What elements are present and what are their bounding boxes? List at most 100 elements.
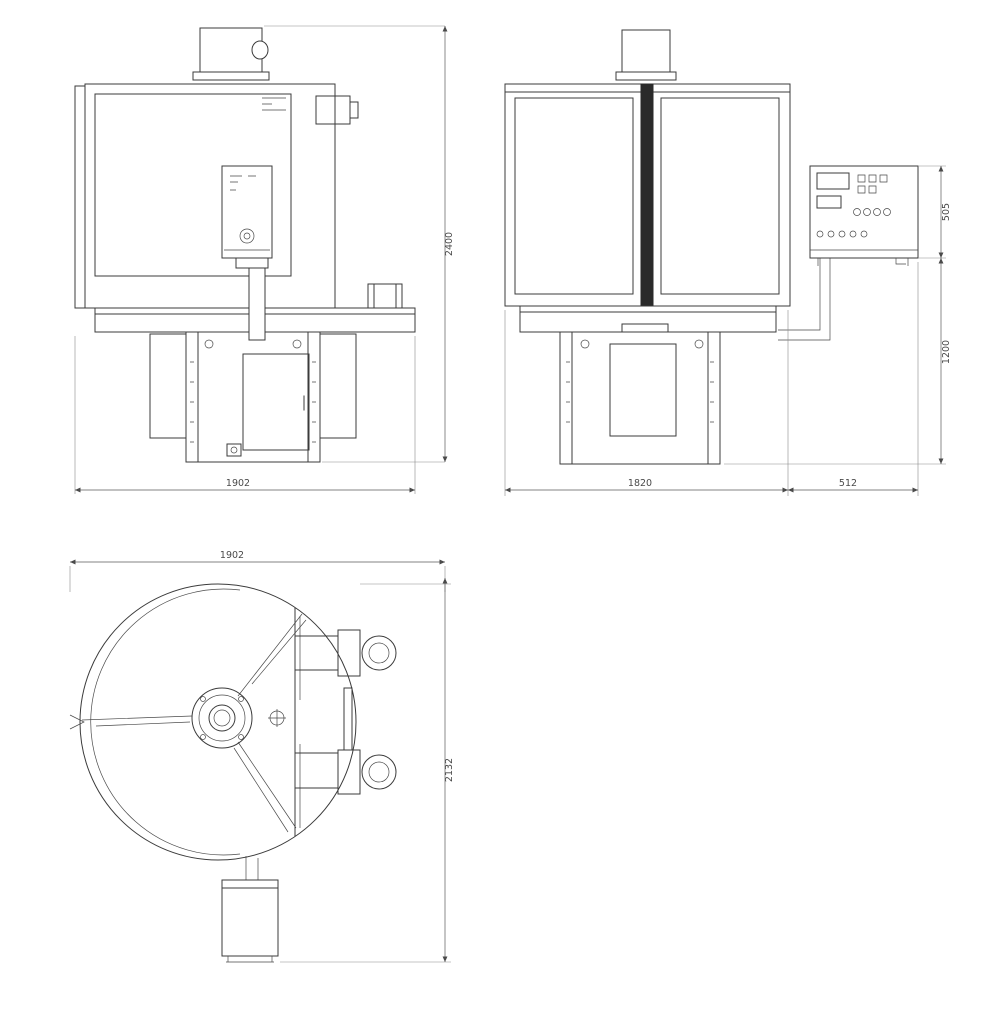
motor-fan-cap <box>251 40 269 60</box>
body-outline <box>74 83 336 309</box>
panel-box <box>809 165 919 259</box>
side-center-column <box>640 83 654 307</box>
clamp-top-roller-outer <box>361 635 397 671</box>
side-motor <box>615 29 677 81</box>
side-edge-ticks <box>566 361 714 423</box>
panel-knob-3 <box>873 208 881 216</box>
pedestal-edge-ticks <box>190 361 316 443</box>
panel-button-5 <box>860 230 868 238</box>
hub-ring-mid <box>198 694 246 742</box>
plan-width-extension-lines <box>69 566 446 592</box>
plan-hub <box>191 687 286 749</box>
chute-feet <box>226 956 274 963</box>
side-control-panel <box>778 165 919 341</box>
front-control-unit <box>221 165 273 341</box>
hub-bolt-3 <box>200 734 206 740</box>
dim-label-side-width: 1820 <box>628 478 652 489</box>
panel-button-3 <box>838 230 846 238</box>
front-body <box>74 83 359 309</box>
dim-label-panel-elevation: 1200 <box>941 340 952 364</box>
clamp-bottom-roller-outer <box>361 754 397 790</box>
plan-view: 1902 2132 <box>69 550 455 963</box>
hub-side-port-cross <box>268 709 286 727</box>
pedestal-door <box>242 353 310 451</box>
control-unit-dial <box>239 228 255 244</box>
panel-button-1 <box>816 230 824 238</box>
clamp-bottom <box>294 749 361 795</box>
clamp-bottom-roller-inner <box>368 761 390 783</box>
side-width-extension-lines <box>504 262 919 496</box>
body-top-right-box <box>315 95 359 125</box>
side-dimensions: 1820 512 505 1200 <box>504 165 952 496</box>
panel-feet <box>817 258 909 266</box>
side-base-plate <box>519 305 777 333</box>
clamp-top-roller-inner <box>368 642 390 664</box>
pedestal-body <box>185 331 321 463</box>
side-view: 1820 512 505 1200 <box>504 29 952 496</box>
hub-shaft <box>213 709 231 727</box>
panel-display-main <box>816 172 850 190</box>
chute-neck <box>245 856 259 880</box>
front-dimensions: 2400 1902 <box>74 25 455 494</box>
side-panels <box>514 97 780 295</box>
front-height-extension-lines <box>264 25 445 463</box>
pedestal-small-box-knob <box>230 446 238 454</box>
panel-knob-1 <box>853 208 861 216</box>
pedestal-bolt-left <box>204 339 214 349</box>
panel-button-2 <box>827 230 835 238</box>
side-bolt-right <box>694 339 704 349</box>
panel-display-secondary <box>816 195 842 209</box>
plan-depth-extension-lines <box>280 583 451 963</box>
panel-arm <box>778 258 831 341</box>
disc-left-notch <box>69 714 85 730</box>
front-motor <box>192 27 270 81</box>
plan-chute <box>221 856 279 963</box>
dim-label-panel-offset: 512 <box>839 478 857 489</box>
hub-bolt-4 <box>238 734 244 740</box>
clamp-top <box>294 629 361 677</box>
side-base <box>519 305 777 333</box>
hub-ring-inner <box>208 704 236 732</box>
side-motor-body <box>615 29 677 81</box>
chute-box <box>221 879 279 957</box>
motor-body <box>192 27 270 81</box>
pedestal-wings <box>149 333 357 439</box>
disc-outer-rim <box>79 583 357 861</box>
clamp-rail <box>343 687 353 751</box>
control-unit-dial-center <box>243 232 251 240</box>
side-bolt-left <box>580 339 590 349</box>
dim-label-plan-depth: 2132 <box>444 758 455 782</box>
disc-inner-rim <box>90 588 241 856</box>
dim-label-front-width: 1902 <box>226 478 250 489</box>
plan-clamps <box>294 629 397 795</box>
front-view: 2400 1902 <box>74 25 455 494</box>
front-pedestal <box>149 331 357 463</box>
panel-knob-2 <box>863 208 871 216</box>
control-unit-bracket <box>235 257 269 269</box>
dim-label-panel-height: 505 <box>941 203 952 221</box>
control-unit-details <box>224 175 270 251</box>
control-unit-box <box>221 165 273 259</box>
control-unit-chute <box>248 267 266 341</box>
hub-bolt-1 <box>238 696 244 702</box>
side-body <box>504 83 791 307</box>
front-width-extension-lines <box>74 336 416 494</box>
base-right-box <box>367 283 403 309</box>
panel-buttons-square <box>857 174 888 194</box>
pedestal-bolt-right <box>292 339 302 349</box>
disc-vanes <box>81 613 307 833</box>
plan-dimensions: 1902 2132 <box>69 550 455 963</box>
body-vent-marks <box>262 97 286 111</box>
side-pedestal-body <box>559 331 721 465</box>
dim-label-plan-width: 1902 <box>220 550 244 561</box>
dim-label-front-height: 2400 <box>444 232 455 256</box>
hub-ring-outer <box>191 687 253 749</box>
plan-disc <box>69 583 357 861</box>
pedestal-small-box <box>226 443 242 457</box>
side-pedestal-door <box>609 343 677 437</box>
side-pedestal <box>559 331 721 465</box>
hub-bolt-2 <box>200 696 206 702</box>
panel-button-4 <box>849 230 857 238</box>
panel-knob-4 <box>883 208 891 216</box>
